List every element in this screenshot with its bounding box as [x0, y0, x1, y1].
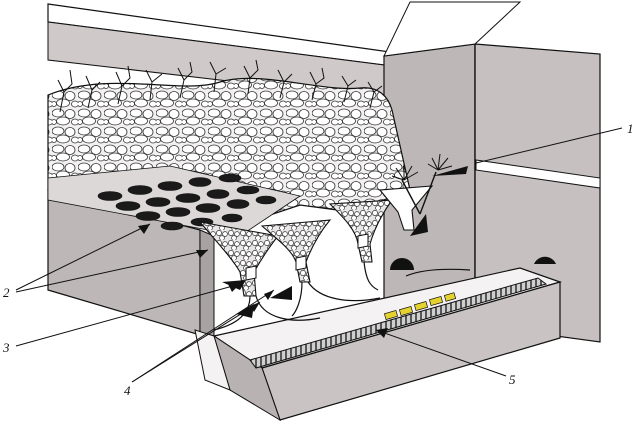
blast-fans — [391, 153, 453, 215]
callout-label-4: 4 — [124, 383, 131, 398]
callout-arrowheads — [138, 224, 388, 338]
conveyor-track — [249, 277, 548, 369]
draw-chutes — [198, 185, 434, 297]
back-roof — [47, 3, 393, 101]
ore-spill-paths — [213, 261, 471, 331]
ore-on-conveyor — [383, 292, 457, 320]
roof-fractures — [57, 59, 383, 113]
callout-label-1: 1 — [627, 121, 634, 136]
callout-leaders — [15, 127, 623, 383]
callout-label-2: 2 — [3, 285, 10, 300]
draw-funnels — [47, 165, 301, 237]
access-drift — [432, 159, 601, 189]
right-wall — [383, 1, 601, 343]
callout-label-5: 5 — [509, 372, 516, 387]
callout-label-3: 3 — [3, 340, 10, 355]
